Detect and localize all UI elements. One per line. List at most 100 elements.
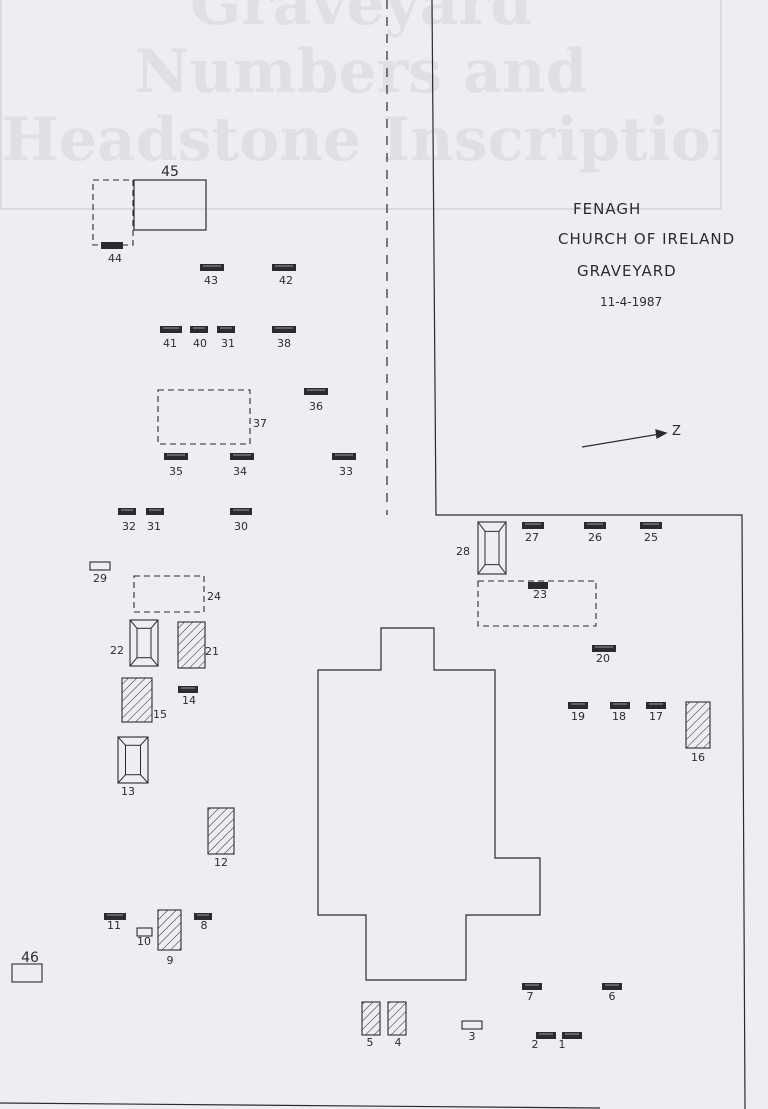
watermark-banner: Graveyard Numbers and Headstone Inscript…: [0, 0, 722, 210]
grave-23: [477, 580, 597, 627]
grave-13: [117, 736, 149, 784]
watermark-line-1: Graveyard: [189, 0, 533, 39]
grave-29: [89, 561, 111, 571]
grave-14: [178, 686, 198, 693]
grave-number-label: 31: [147, 520, 161, 533]
grave-number-label: 37: [253, 417, 267, 430]
grave-4: [387, 1001, 407, 1036]
grave-5: [361, 1001, 381, 1036]
watermark-line-3: Headstone Inscriptions.: [2, 105, 720, 175]
grave-number-label: 21: [205, 645, 219, 658]
grave-number-label: 27: [525, 531, 539, 544]
grave-26: [584, 522, 606, 529]
bottom-edge-line: [0, 1102, 601, 1109]
grave-number-label: 20: [596, 652, 610, 665]
grave-45: [133, 179, 207, 231]
north-arrow-icon: [581, 429, 668, 448]
grave-43: [200, 264, 224, 271]
grave-20: [592, 645, 616, 652]
grave-34: [230, 453, 254, 460]
grave-number-label: 5: [366, 1036, 374, 1049]
grave-number-label: 7: [526, 990, 534, 1003]
grave-number-label: 35: [169, 465, 183, 478]
grave-40: [190, 326, 208, 333]
grave-18: [610, 702, 630, 709]
grave-38: [272, 326, 296, 333]
grave-37: [157, 389, 251, 445]
grave-number-label: 16: [691, 751, 705, 764]
grave-number-label: 38: [277, 337, 291, 350]
grave-number-label: 33: [339, 465, 353, 478]
grave-number-label: 46: [21, 950, 39, 966]
grave-number-label: 6: [608, 990, 616, 1003]
grave-22: [129, 619, 159, 667]
grave-number-label: 40: [193, 337, 207, 350]
grave-number-label: 11: [107, 919, 121, 932]
grave-46: [11, 963, 43, 983]
grave-number-label: 4: [394, 1036, 402, 1049]
grave-number-label: 32: [122, 520, 136, 533]
grave-24: [133, 575, 205, 613]
grave-12: [207, 807, 235, 855]
grave-number-label: 22: [110, 644, 124, 657]
grave-number-label: 36: [309, 400, 323, 413]
grave-33: [332, 453, 356, 460]
grave-11: [104, 913, 126, 920]
grave-number-label: 28: [456, 545, 470, 558]
grave-2: [536, 1032, 556, 1039]
grave-21: [177, 621, 206, 669]
grave-19: [568, 702, 588, 709]
grave-number-label: 14: [182, 694, 196, 707]
grave-36: [304, 388, 328, 395]
title-church: CHURCH OF IRELAND: [558, 230, 736, 248]
grave-number-label: 2: [531, 1038, 539, 1051]
grave-42: [272, 264, 296, 271]
grave-number-label: 34: [233, 465, 247, 478]
grave-15: [121, 677, 153, 723]
grave-number-label: 3: [468, 1030, 476, 1043]
grave-6: [602, 983, 622, 990]
grave-1: [562, 1032, 582, 1039]
grave-28: [477, 521, 507, 575]
grave-number-label: 8: [200, 919, 208, 932]
grave-number-label: 23: [533, 588, 547, 601]
boundary-wall: [431, 0, 746, 1109]
grave-17: [646, 702, 666, 709]
grave-27: [522, 522, 544, 529]
grave-3: [461, 1020, 483, 1030]
grave-number-label: 42: [279, 274, 293, 287]
grave-25: [640, 522, 662, 529]
grave-32: [118, 508, 136, 515]
grave-16: [685, 701, 711, 749]
grave-number-label: 15: [153, 708, 167, 721]
grave-number-label: 17: [649, 710, 663, 723]
grave-44: [92, 179, 134, 249]
north-arrow-label: Z: [672, 424, 682, 439]
grave-30: [230, 508, 252, 515]
grave-number-label: 19: [571, 710, 585, 723]
grave-10: [136, 927, 153, 937]
grave-number-label: 43: [204, 274, 218, 287]
grave-number-label: 29: [93, 572, 107, 585]
title-date: 11-4-1987: [600, 295, 663, 309]
grave-number-label: 24: [207, 590, 221, 603]
grave-31: [217, 326, 235, 333]
grave-number-label: 26: [588, 531, 602, 544]
grave-number-label: 12: [214, 856, 228, 869]
grave-7: [522, 983, 542, 990]
watermark-line-2: Numbers and: [134, 37, 588, 107]
grave-number-label: 44: [108, 252, 122, 265]
grave-number-label: 41: [163, 337, 177, 350]
grave-number-label: 45: [161, 164, 179, 180]
grave-number-label: 9: [166, 954, 174, 967]
grave-number-label: 18: [612, 710, 626, 723]
church-building: [317, 627, 541, 981]
grave-number-label: 25: [644, 531, 658, 544]
grave-number-label: 31: [221, 337, 235, 350]
title-graveyard: GRAVEYARD: [577, 262, 677, 280]
title-fenagh: FENAGH: [573, 200, 642, 218]
grave-35: [164, 453, 188, 460]
grave-number-label: 13: [121, 785, 135, 798]
grave-9: [157, 909, 182, 951]
